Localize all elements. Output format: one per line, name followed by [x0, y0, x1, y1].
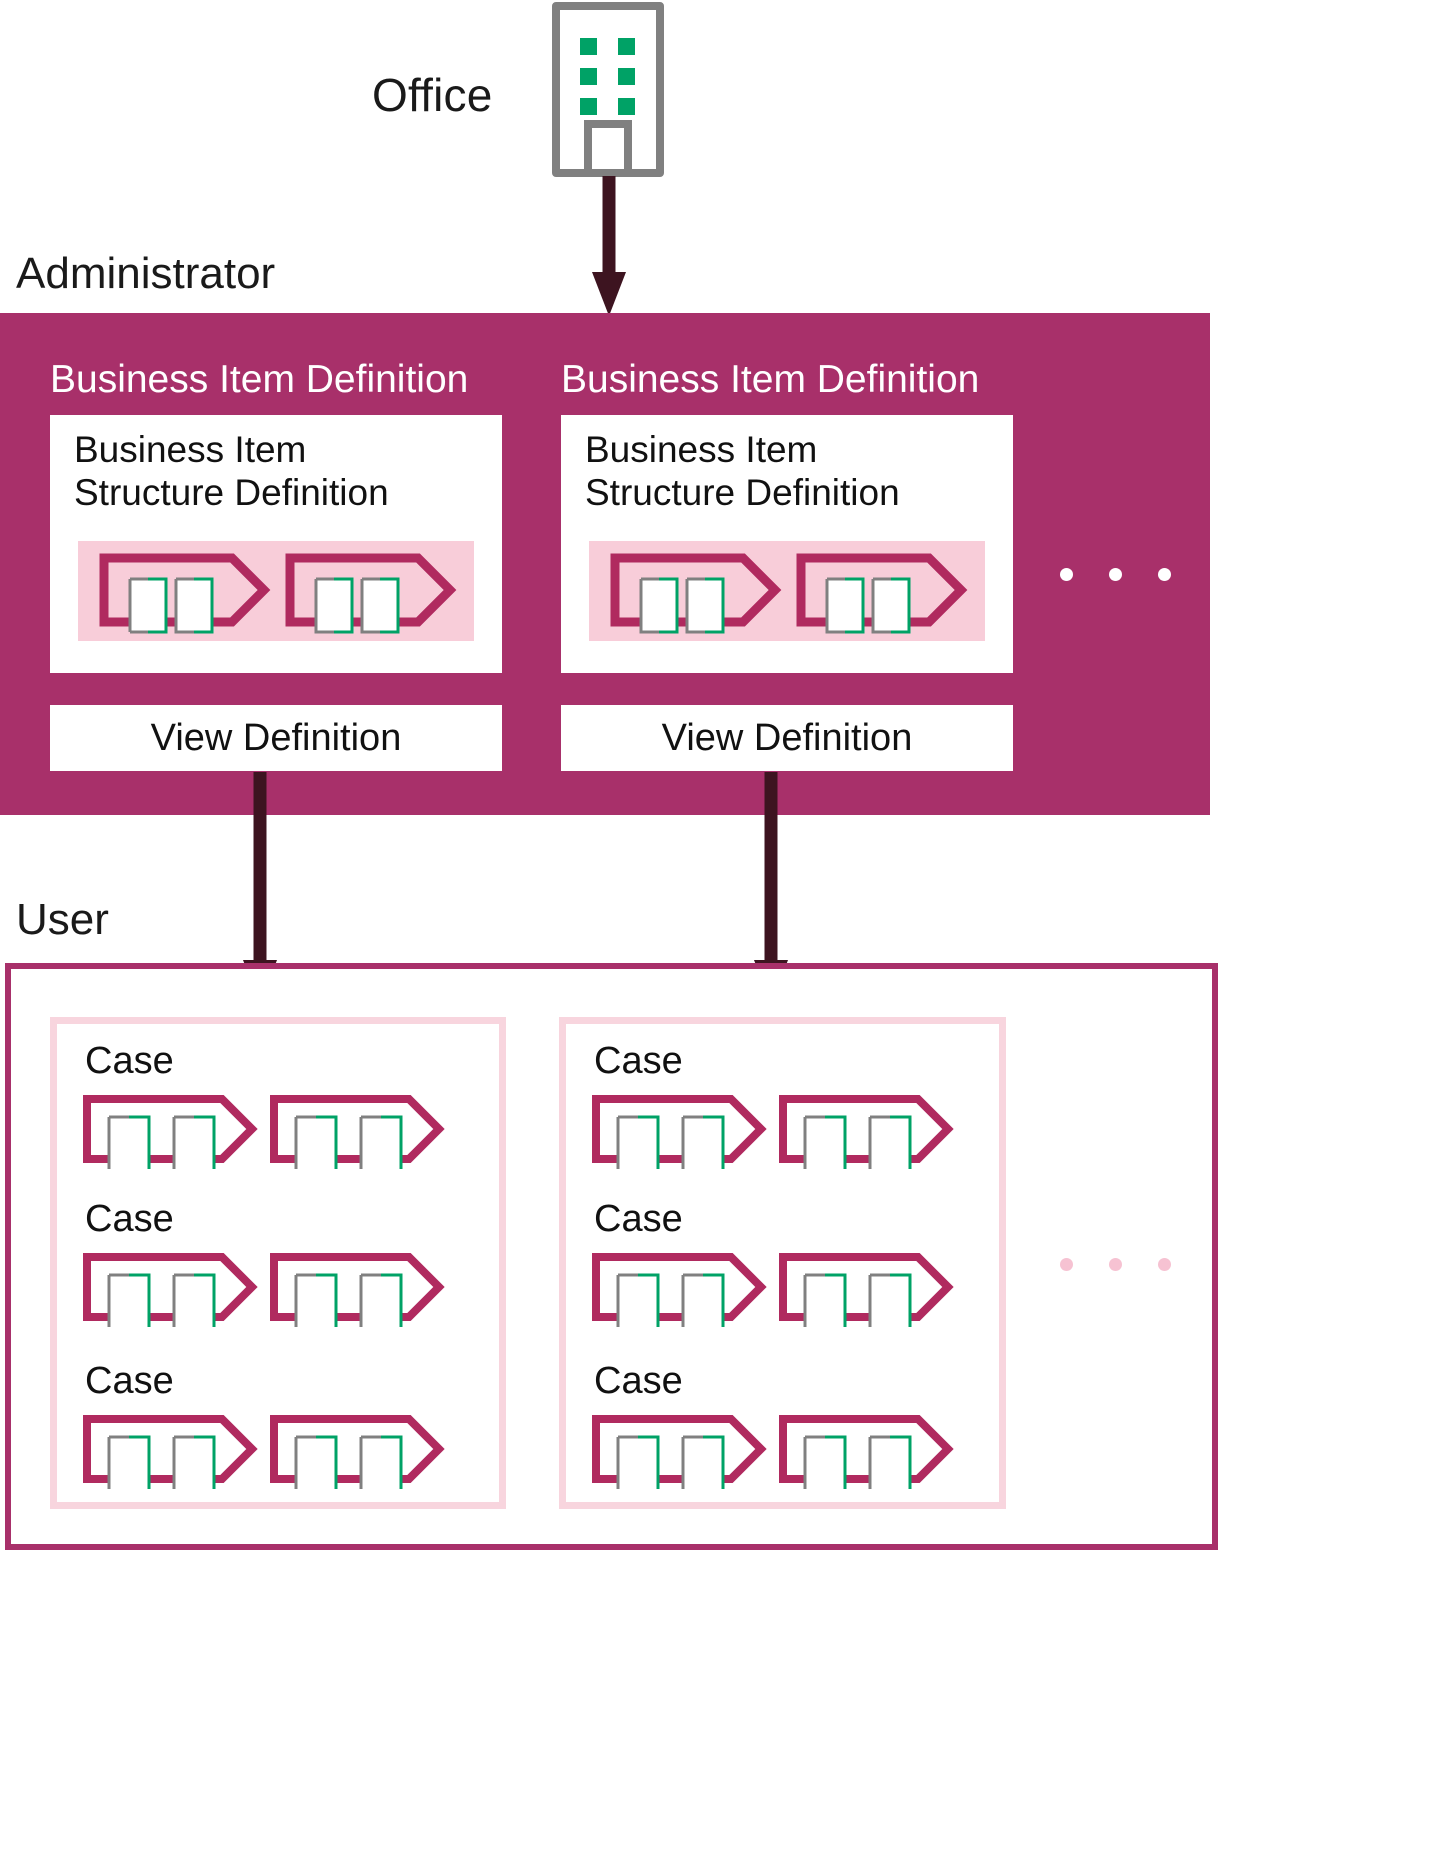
view-definition-box-1[interactable]: View Definition [561, 705, 1013, 771]
case-chevron-row-1-0 [591, 1089, 959, 1178]
ellipsis-dot [1060, 568, 1073, 581]
ellipsis-dot [1109, 1258, 1122, 1271]
business-item-definition-title-1: Business Item Definition [561, 358, 980, 401]
user-label: User [16, 895, 109, 944]
office-building-icon [552, 2, 664, 177]
ellipsis-dot [1158, 568, 1171, 581]
case-label-1-0: Case [594, 1040, 683, 1082]
case-label-1-1: Case [594, 1198, 683, 1240]
business-item-structure-definition-text-1: Business Item Structure Definition [585, 429, 900, 515]
chevron-strip-0 [78, 541, 474, 646]
case-label-0-2: Case [85, 1360, 174, 1402]
ellipsis-dot [1060, 1258, 1073, 1271]
case-label-1-2: Case [594, 1360, 683, 1402]
office-label: Office [372, 69, 493, 121]
administrator-ellipsis [1060, 568, 1171, 581]
chevron-strip-1 [589, 541, 985, 646]
case-label-0-0: Case [85, 1040, 174, 1082]
administrator-label: Administrator [16, 249, 276, 298]
view-definition-label-1: View Definition [661, 717, 913, 759]
business-item-structure-definition-text-0: Business Item Structure Definition [74, 429, 389, 515]
case-chevron-row-1-1 [591, 1247, 959, 1336]
user-ellipsis [1060, 1258, 1171, 1271]
case-chevron-row-0-0 [82, 1089, 450, 1178]
case-chevron-row-1-2 [591, 1409, 959, 1498]
arrow-office-to-administrator [592, 176, 648, 321]
view-definition-label-0: View Definition [150, 717, 402, 759]
bisd-line1-1: Business Item [585, 429, 818, 470]
bisd-line1-0: Business Item [74, 429, 307, 470]
view-definition-box-0[interactable]: View Definition [50, 705, 502, 771]
case-label-0-1: Case [85, 1198, 174, 1240]
business-item-definition-title-0: Business Item Definition [50, 358, 469, 401]
case-chevron-row-0-2 [82, 1409, 450, 1498]
bisd-line2-0: Structure Definition [74, 471, 389, 513]
case-chevron-row-0-1 [82, 1247, 450, 1336]
ellipsis-dot [1158, 1258, 1171, 1271]
bisd-line2-1: Structure Definition [585, 471, 900, 513]
ellipsis-dot [1109, 568, 1122, 581]
